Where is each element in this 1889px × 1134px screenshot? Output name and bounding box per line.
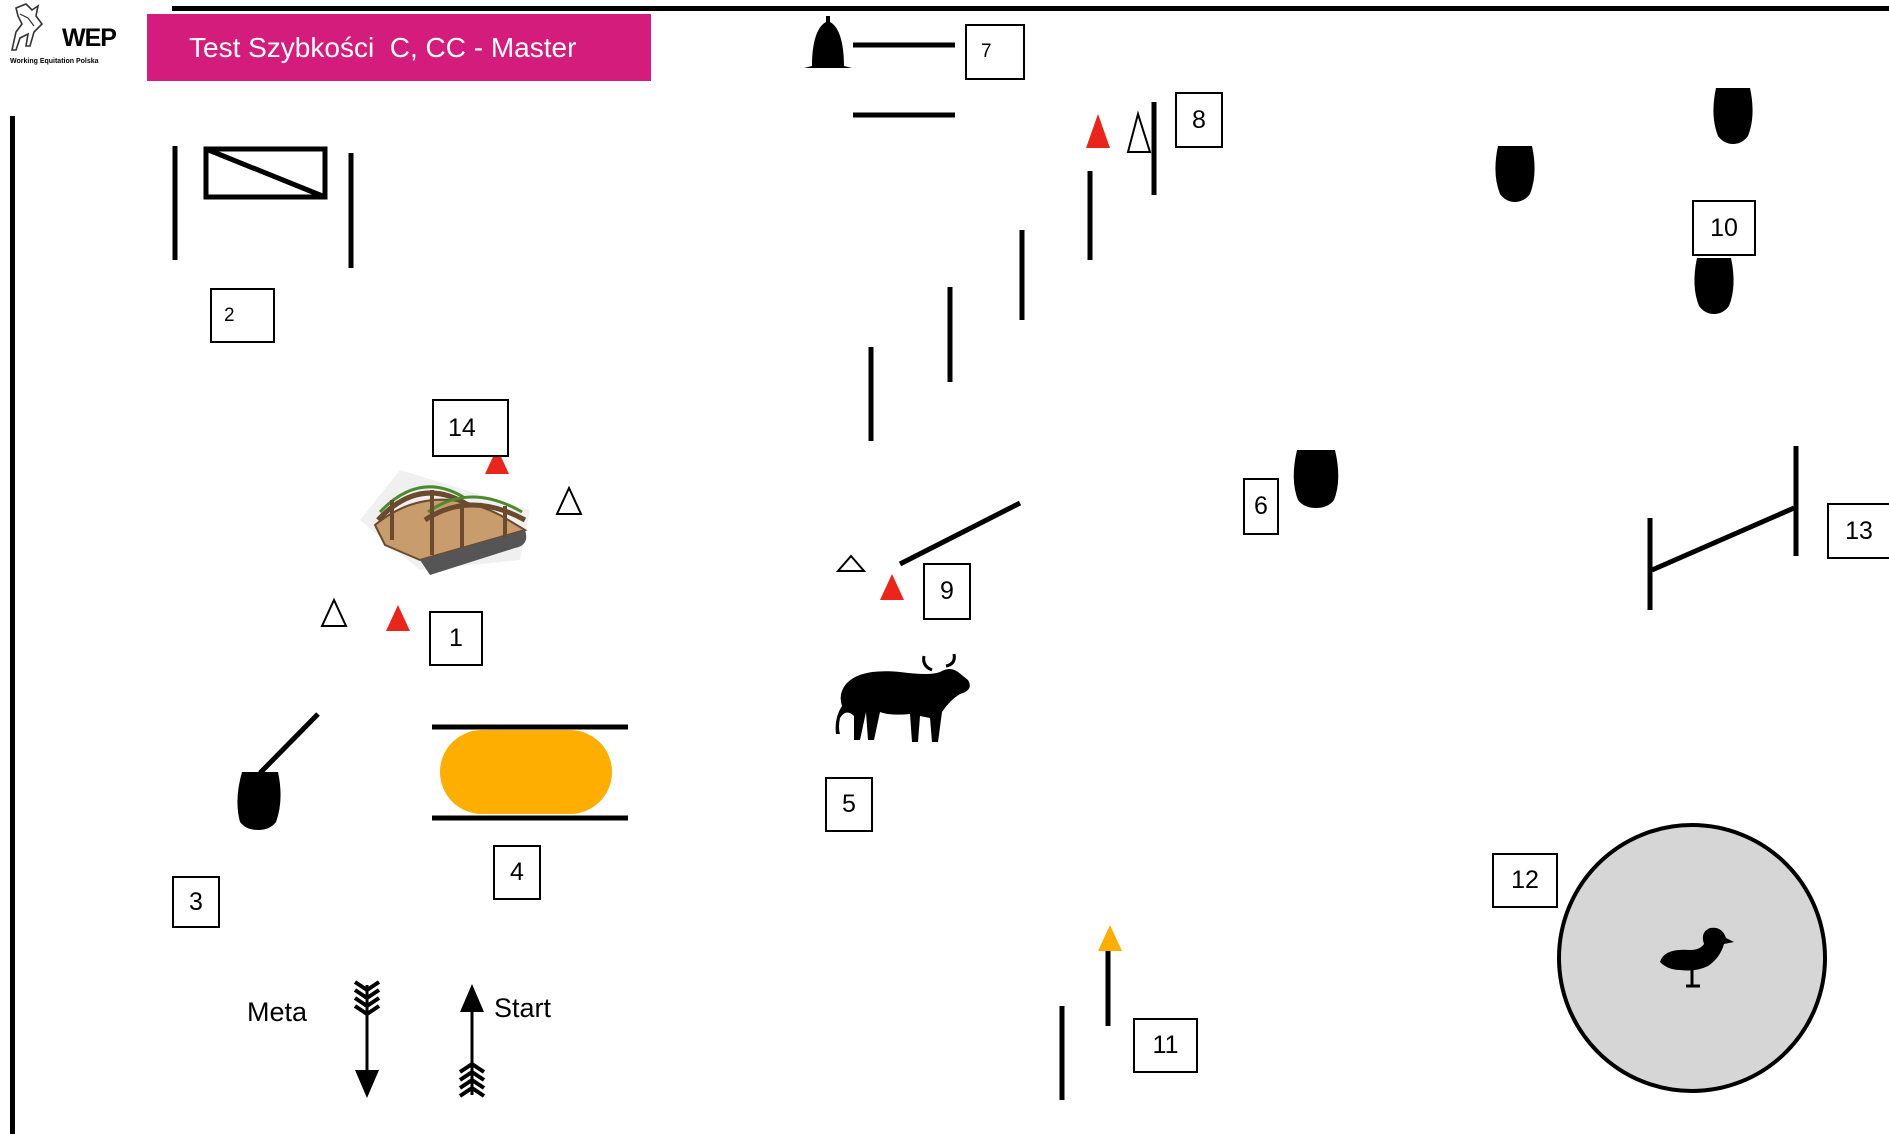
obstacle-8-slalom [871, 102, 1154, 441]
jug-icon-10a [1495, 146, 1534, 202]
obstacle-3-pole [260, 714, 318, 773]
bridge-icon [360, 470, 530, 575]
red-marker-9 [880, 574, 904, 600]
obstacle-13-rail [1652, 508, 1794, 570]
obstacle-number-14: 14 [432, 399, 509, 457]
obstacle-number-8: 8 [1175, 92, 1223, 148]
obstacle-number-12: 12 [1492, 853, 1558, 908]
obstacle-number-9: 9 [923, 563, 971, 620]
jug-icon [237, 772, 280, 830]
white-marker-14 [557, 488, 581, 514]
jug-icon-10b [1713, 88, 1752, 144]
white-marker-8 [1128, 114, 1150, 152]
obstacle-number-5: 5 [825, 777, 873, 832]
white-marker-1 [322, 600, 346, 626]
jug-icon-6 [1294, 450, 1339, 508]
red-marker-1 [386, 605, 410, 631]
white-marker-9 [838, 556, 864, 571]
orange-marker-11 [1098, 925, 1122, 951]
start-label: Start [494, 993, 551, 1024]
bell-icon [804, 16, 852, 68]
jug-icon-10c [1694, 258, 1733, 314]
finish-label: Meta [247, 997, 307, 1028]
obstacle-9-pole [900, 503, 1020, 564]
bull-icon [836, 654, 970, 742]
obstacle-4-barrel [440, 730, 612, 814]
obstacle-number-2: 2 [210, 288, 275, 343]
obstacle-number-10: 10 [1692, 200, 1756, 256]
obstacle-number-11: 11 [1133, 1018, 1198, 1073]
obstacle-number-7: 7 [965, 24, 1025, 80]
obstacle-number-3: 3 [172, 876, 220, 928]
obstacle-number-13: 13 [1827, 503, 1889, 559]
finish-arrow-icon [355, 982, 379, 1098]
obstacle-number-1: 1 [429, 611, 483, 666]
start-arrow-icon [460, 984, 484, 1096]
obstacle-2-gate [175, 146, 351, 268]
red-marker-8 [1086, 114, 1110, 148]
obstacle-number-4: 4 [493, 845, 541, 900]
obstacle-number-6: 6 [1243, 478, 1279, 535]
